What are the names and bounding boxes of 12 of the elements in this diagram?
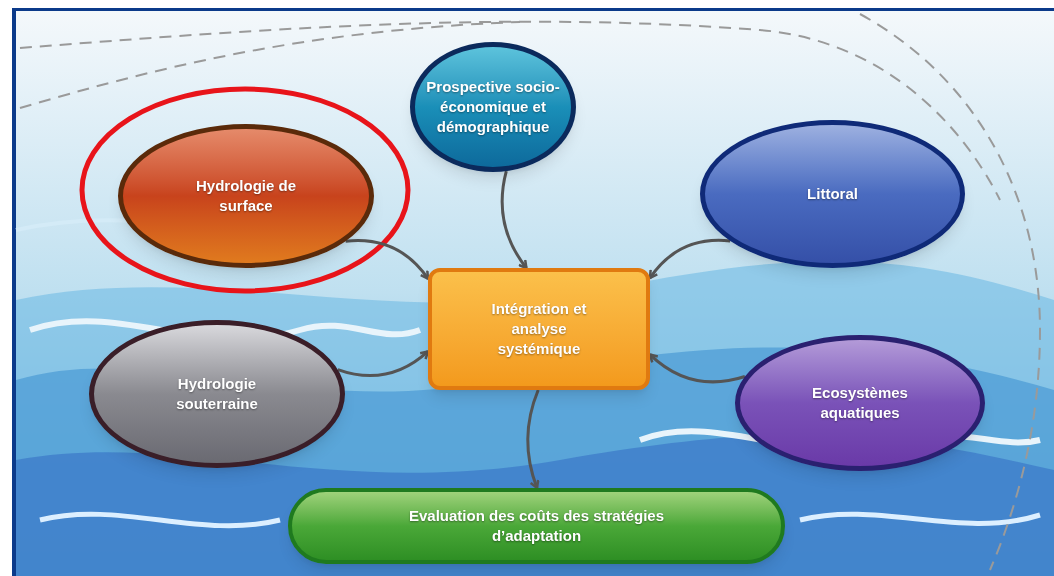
node-label: Hydrologie souterraine xyxy=(175,374,259,414)
node-label: Evaluation des coûts des stratégies d’adaptation xyxy=(407,506,666,546)
arrow xyxy=(526,389,540,490)
node-label: Hydrologie de surface xyxy=(195,176,297,216)
process-box xyxy=(428,268,650,390)
arrow xyxy=(345,239,430,280)
node-label: Intégration et analyse systémique xyxy=(490,299,588,359)
node-label: Littoral xyxy=(806,184,859,204)
arrow xyxy=(648,238,731,280)
node-label: Prospective socio-économique et démographique xyxy=(425,77,561,137)
arrow xyxy=(500,170,528,270)
node-label: Ecosystèmes aquatiques xyxy=(811,383,909,423)
